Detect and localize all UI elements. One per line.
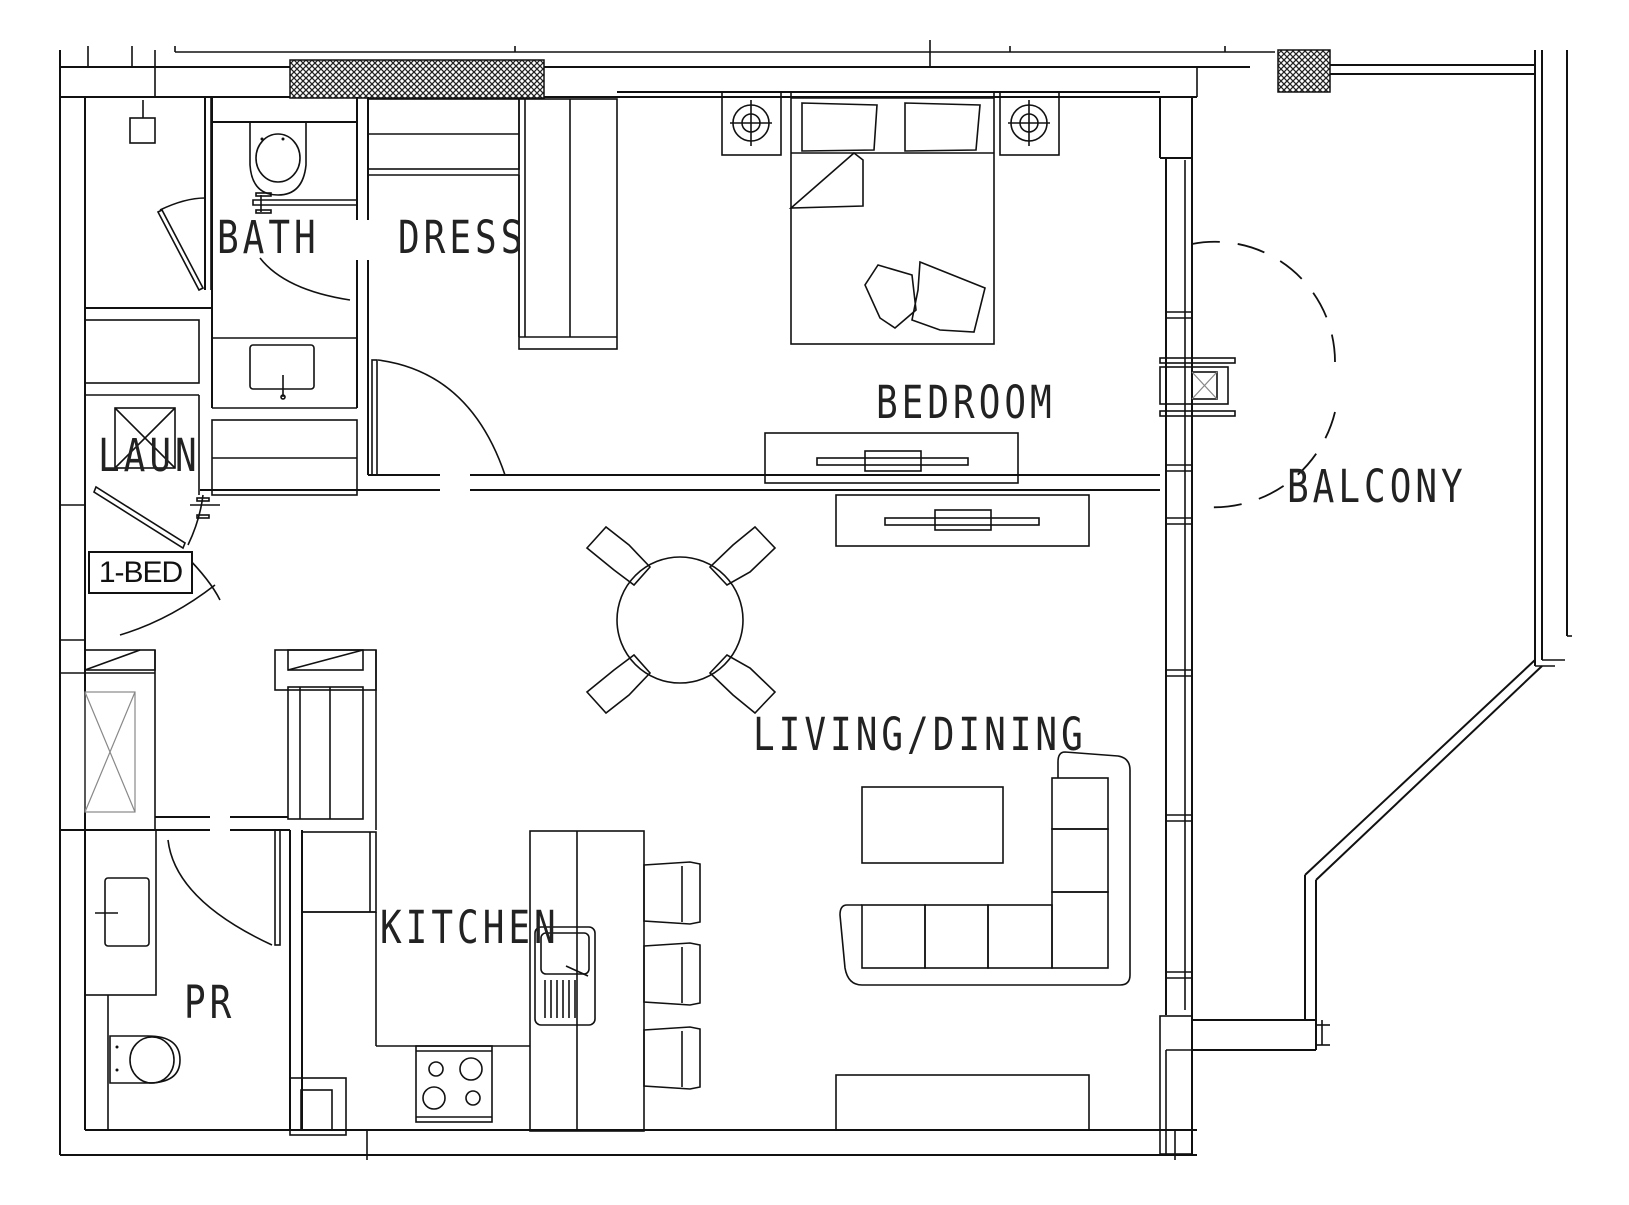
tv-console <box>835 494 1090 547</box>
cooktop <box>415 1045 493 1123</box>
room-label-bath: BATH <box>217 213 320 265</box>
dress-area <box>200 98 1160 491</box>
kitchen-sink <box>534 926 596 1026</box>
double-bed <box>790 91 995 345</box>
fridge <box>301 831 377 913</box>
room-label-pr: PR <box>184 978 236 1030</box>
bedroom-furniture <box>617 91 1160 484</box>
room-label-bedroom: BEDROOM <box>876 378 1056 430</box>
media-console-bottom <box>835 1074 1090 1131</box>
structural-column-corner <box>1277 49 1331 93</box>
unit-type-tag: 1-BED <box>88 551 193 594</box>
nightstand-left <box>721 91 782 156</box>
structural-column-top <box>289 59 545 99</box>
nightstand-right <box>999 91 1060 156</box>
l-shaped-sofa <box>839 751 1131 986</box>
bath-area <box>84 97 369 550</box>
bedroom-tv-unit <box>764 432 1019 484</box>
dining-chairs <box>585 525 777 715</box>
coffee-table <box>861 786 1004 864</box>
exterior-walls <box>59 40 1331 1160</box>
room-label-kitchen: KITCHEN <box>380 903 560 955</box>
room-label-laun: LAUN <box>98 431 201 483</box>
living-furniture <box>585 494 1131 1131</box>
round-dining-table <box>616 556 744 684</box>
room-label-dress: DRESS <box>398 213 527 265</box>
kitchen-area <box>60 649 701 1136</box>
room-label-living-dining: LIVING/DINING <box>753 710 1087 762</box>
balcony-outline <box>1159 50 1572 1051</box>
bar-stools <box>643 861 701 1090</box>
room-label-balcony: BALCONY <box>1287 462 1467 514</box>
